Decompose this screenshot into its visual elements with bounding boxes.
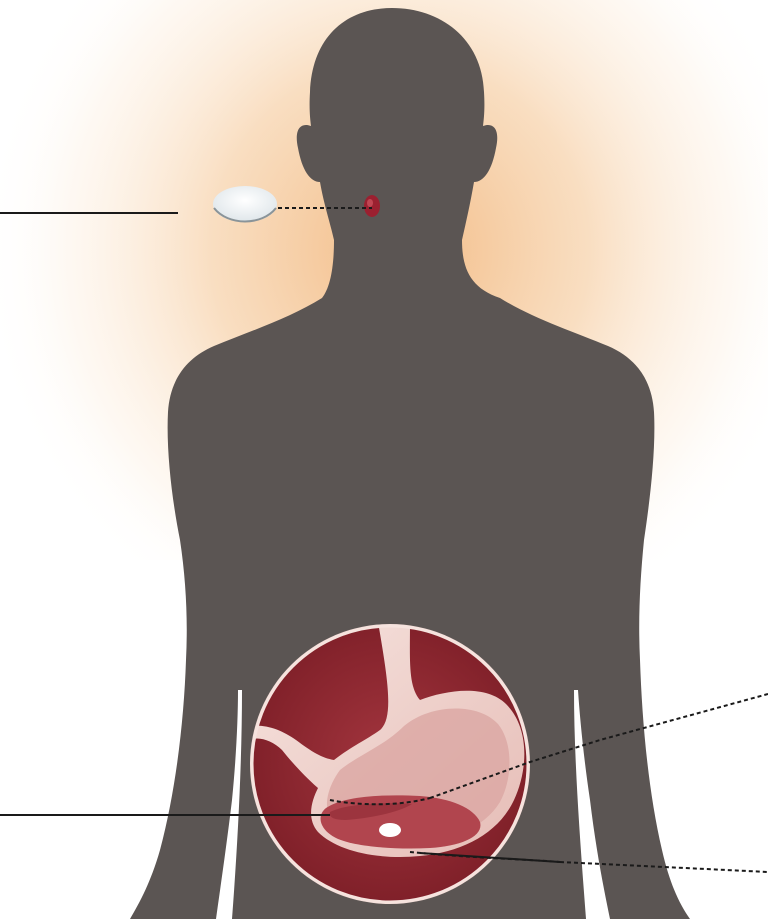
throat-marker-highlight <box>367 199 373 207</box>
capsule-in-stomach <box>379 823 401 837</box>
throat-marker <box>364 195 380 217</box>
